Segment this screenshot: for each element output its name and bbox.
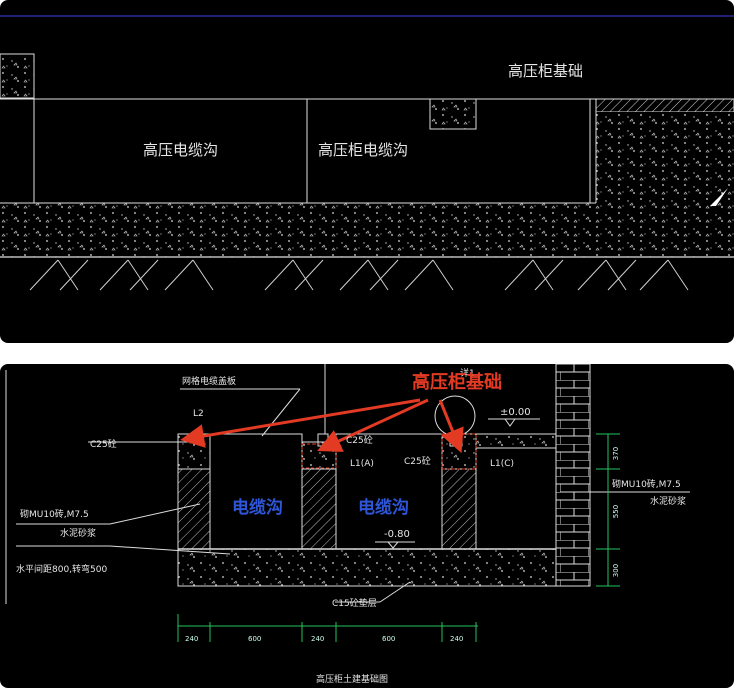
hv-foundation-label: 高压柜基础 [508, 62, 584, 80]
dim-right-1: 370 [612, 446, 621, 461]
dim-2: 600 [248, 635, 262, 643]
right-cap [441, 433, 477, 470]
L1A-label: L1(A) [350, 459, 374, 469]
plan-view-drawing [0, 15, 734, 291]
c25-left-label: C25砼 [90, 440, 117, 450]
detail1-label: 详1 [460, 369, 475, 379]
red-annotation: 高压柜基础 [412, 372, 502, 393]
right-wall [441, 468, 477, 550]
cover-plate-label: 网格电缆盖板 [182, 377, 237, 387]
dim-4: 600 [382, 635, 396, 643]
rebar-spacing-label: 水平间距800,转弯500 [16, 565, 108, 575]
dim-right-3: 300 [612, 563, 621, 578]
hv-cable-trench-label: 高压电缆沟 [143, 141, 219, 159]
concrete-strip [0, 203, 734, 257]
elevation-minus-label: -0.80 [384, 529, 410, 540]
section-view-panel: 网格电缆盖板 L2 详1 ±0.00 C25砼 C25砼 C25砼 L1(A) … [0, 364, 734, 688]
dim-right-2: 550 [612, 504, 621, 519]
right-hatch [595, 98, 734, 113]
dimension-lines [177, 433, 620, 642]
blue-annotation-2: 电缆沟 [358, 498, 409, 518]
elevation-zero-label: ±0.00 [500, 407, 531, 418]
corner-block [0, 53, 35, 99]
red-annotation-arrows [180, 398, 464, 454]
blue-annotation-1: 电缆沟 [232, 498, 283, 518]
hv-cabinet-trench-label: 高压柜电缆沟 [318, 141, 409, 159]
left-wall [177, 468, 211, 550]
base-slab [177, 548, 557, 587]
section-arrow [710, 188, 728, 206]
plan-view-panel: 高压柜基础 高压电缆沟 高压柜电缆沟 [0, 0, 734, 343]
mid-wall [301, 468, 337, 550]
mid-block [429, 98, 477, 130]
L1C-label: L1(C) [490, 459, 515, 469]
drawing-caption: 高压柜土建基础图 [316, 675, 389, 685]
left-cap [177, 433, 211, 470]
brick-column [555, 364, 591, 587]
section-view-drawing [5, 364, 690, 642]
dim-3: 240 [311, 635, 325, 643]
brick-left-line2: 水泥砂浆 [60, 529, 97, 539]
c15-label: C15砼垫层 [332, 599, 377, 609]
L2-label: L2 [193, 409, 204, 419]
brick-right-line2: 水泥砂浆 [650, 497, 687, 507]
c25-mid2-label: C25砼 [404, 457, 431, 467]
brick-left-line1: 砌MU10砖,M7.5 [20, 510, 89, 520]
brick-right-line1: 砌MU10砖,M7.5 [612, 480, 681, 490]
soil-marks [29, 259, 689, 291]
c25-mid-label: C25砼 [346, 436, 373, 446]
dim-1: 240 [185, 635, 199, 643]
right-concrete [596, 112, 734, 207]
dim-5: 240 [450, 635, 464, 643]
